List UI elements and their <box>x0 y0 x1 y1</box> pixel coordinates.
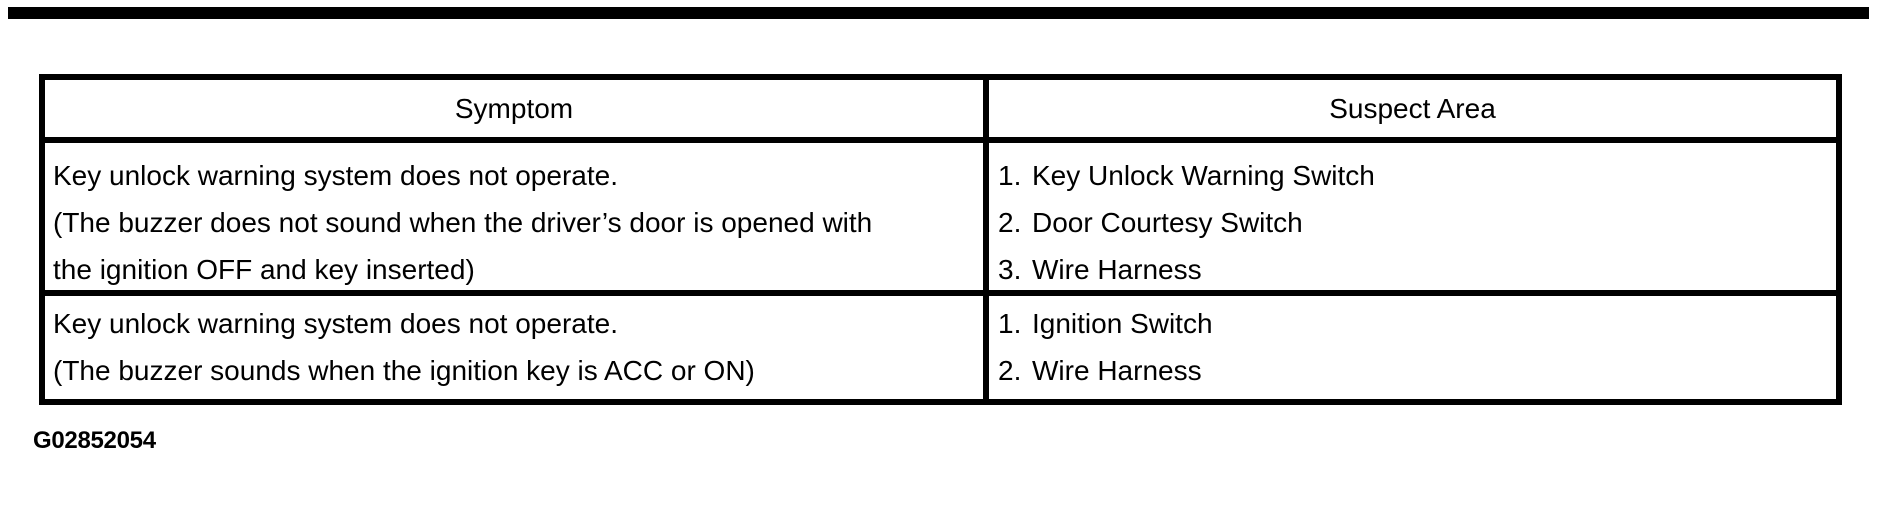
suspect-item-label: Wire Harness <box>1032 355 1202 386</box>
symptom-cell: Key unlock warning system does not opera… <box>45 143 989 290</box>
symptom-column-header: Symptom <box>45 80 989 137</box>
figure-id: G02852054 <box>33 427 156 454</box>
table-header-row: Symptom Suspect Area <box>45 80 1836 143</box>
suspect-item: 1. Key Unlock Warning Switch <box>998 152 1830 199</box>
symptom-line: Key unlock warning system does not opera… <box>53 160 618 191</box>
suspect-item: 3. Wire Harness <box>998 246 1830 293</box>
suspect-item-number: 1. <box>998 160 1022 191</box>
suspect-area-cell: 1. Key Unlock Warning Switch 2. Door Cou… <box>989 143 1836 290</box>
symptom-line: the ignition OFF and key inserted) <box>53 254 475 285</box>
symptom-line: (The buzzer sounds when the ignition key… <box>53 355 755 386</box>
suspect-item: 1. Ignition Switch <box>998 300 1830 347</box>
suspect-item-label: Door Courtesy Switch <box>1032 207 1303 238</box>
suspect-area-cell: 1. Ignition Switch 2. Wire Harness <box>989 296 1836 399</box>
suspect-item: 2. Wire Harness <box>998 347 1830 394</box>
top-divider-rule <box>8 7 1869 19</box>
suspect-item: 2. Door Courtesy Switch <box>998 199 1830 246</box>
symptom-line: (The buzzer does not sound when the driv… <box>53 207 873 238</box>
suspect-item-number: 2. <box>998 207 1022 238</box>
suspect-item-number: 2. <box>998 355 1022 386</box>
suspect-item-label: Key Unlock Warning Switch <box>1032 160 1375 191</box>
suspect-item-number: 3. <box>998 254 1022 285</box>
troubleshooting-table: Symptom Suspect Area Key unlock warning … <box>39 74 1842 405</box>
suspect-item-number: 1. <box>998 308 1022 339</box>
table-row: Key unlock warning system does not opera… <box>45 296 1836 399</box>
suspect-item-label: Wire Harness <box>1032 254 1202 285</box>
suspect-item-label: Ignition Switch <box>1032 308 1213 339</box>
symptom-line: Key unlock warning system does not opera… <box>53 308 618 339</box>
symptom-cell: Key unlock warning system does not opera… <box>45 296 989 399</box>
suspect-area-column-header: Suspect Area <box>1329 93 1496 124</box>
table-row: Key unlock warning system does not opera… <box>45 143 1836 296</box>
